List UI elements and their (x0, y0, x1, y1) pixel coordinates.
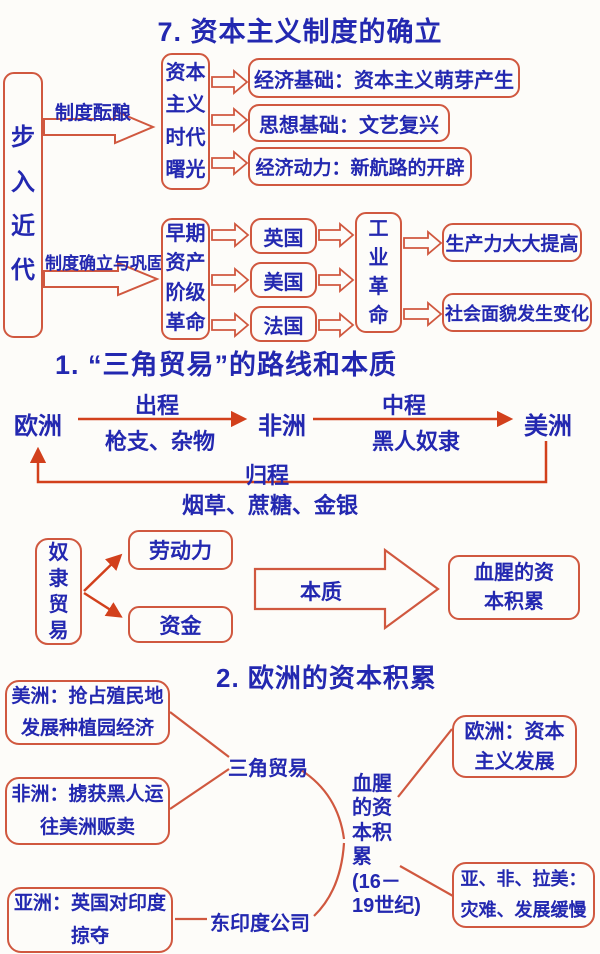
hollow-arrow-essence (253, 547, 440, 631)
leg1-cargo-label: 枪支、杂物 (105, 429, 216, 454)
institution-consolidation-label: 制度确立与巩固 (45, 254, 164, 273)
bloody-capital-box: 血腥的资 本积累 (448, 555, 580, 620)
hollow-arrow-uk-industry (318, 222, 355, 248)
leg3-return-label: 归程 (245, 463, 290, 488)
productivity-result-box: 生产力大大提高 (442, 223, 582, 262)
country-box-fr: 法国 (250, 306, 317, 342)
hollow-arrow-us-industry (318, 267, 355, 293)
hollow-arrow-industry-result-2 (403, 301, 443, 327)
brace-eic-to-center (313, 842, 346, 917)
hollow-arrow-fr-industry (318, 312, 355, 338)
america-colony-box: 美洲：抢占殖民地 发展种植园经济 (5, 680, 170, 745)
hollow-arrow-dawn-outcome-2 (211, 107, 249, 133)
labor-box: 劳动力 (128, 530, 233, 570)
page-title: 7. 资本主义制度的确立 (157, 17, 443, 47)
heading-triangle-trade: 1. “三角贸易”的路线和本质 (55, 350, 398, 380)
europe-development-box: 欧洲：资本 主义发展 (452, 715, 577, 778)
heading-capital-accumulation: 2. 欧洲的资本积累 (216, 663, 437, 693)
node-africa: 非洲 (258, 413, 306, 440)
leg1-outbound-label: 出程 (135, 393, 180, 418)
triangle-trade-label: 三角贸易 (228, 758, 308, 780)
asia-india-box: 亚洲：英国对印度 掠夺 (7, 887, 173, 953)
institution-brewing-label: 制度酝酿 (55, 103, 132, 124)
hollow-arrow-dawn-outcome-1 (211, 69, 249, 95)
leg2-cargo-label: 黑人奴隶 (372, 429, 461, 454)
hollow-arrow-revolution-fr (211, 312, 250, 338)
leg2-middle-label: 中程 (382, 393, 427, 418)
node-america: 美洲 (524, 413, 572, 440)
connector-africa-triangle (169, 768, 230, 810)
capital-box: 资金 (128, 606, 233, 643)
node-europe: 欧洲 (14, 413, 62, 440)
asia-africa-latin-box: 亚、非、拉美： 灾难、发展缓慢 (452, 862, 595, 928)
arrow-slave-capital (83, 591, 123, 618)
hollow-arrow-dawn-outcome-3 (211, 150, 249, 176)
industrial-revolution-box: 工 业 革 命 (355, 212, 402, 333)
hollow-arrow-revolution-us (211, 267, 250, 293)
leg3-cargo-label: 烟草、蔗糖、金银 (182, 493, 359, 518)
hollow-arrow-revolution-uk (211, 222, 250, 248)
arrow-slave-labor (83, 553, 123, 592)
africa-slaves-box: 非洲：掳获黑人运 往美洲贩卖 (5, 777, 170, 845)
connector-america-triangle (169, 711, 230, 758)
capitalist-dawn-box: 资本 主义 时代 曙光 (161, 53, 210, 190)
entering-modern-times-box: 步 入 近 代 (3, 72, 43, 338)
country-box-uk: 英国 (250, 218, 317, 254)
slave-trade-box: 奴 隶 贸 易 (35, 538, 82, 645)
essence-label: 本质 (300, 581, 342, 604)
bourgeois-revolution-box: 早期 资产 阶级 革命 (161, 218, 210, 340)
economic-basis-box: 经济基础：资本主义萌芽产生 (248, 58, 520, 98)
bloody-capital-center-label: 血腥 的资 本积 累 (16－ 19世纪) (352, 773, 421, 917)
economic-drive-box: 经济动力：新航路的开辟 (248, 147, 472, 186)
ideological-basis-box: 思想基础：文艺复兴 (248, 104, 450, 142)
society-change-result-box: 社会面貌发生变化 (442, 293, 592, 332)
country-box-us: 美国 (250, 262, 317, 298)
hollow-arrow-industry-result-1 (403, 230, 443, 256)
east-india-company-label: 东印度公司 (210, 913, 310, 935)
